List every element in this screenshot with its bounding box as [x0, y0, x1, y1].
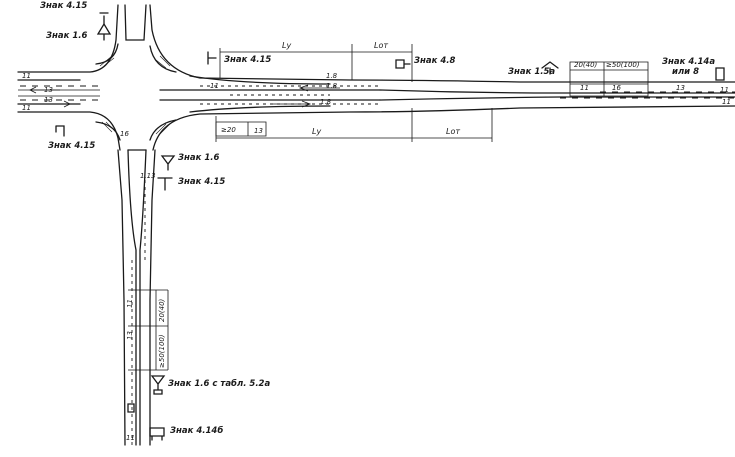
dim-lot-bottom: Lот [446, 127, 460, 136]
sign-4-8-label: Знак 4.8 [414, 56, 456, 66]
corner-islands [95, 43, 331, 141]
sign-4-15-left-label: Знак 4.15 [48, 141, 95, 151]
dim-50-100: ≥50(100) [606, 61, 640, 69]
marking-13-c: 13 [126, 331, 134, 340]
dim-ly-top: Lу [282, 41, 291, 50]
marking-16-a: 16 [612, 84, 621, 92]
side-road-edges [117, 4, 156, 446]
marking-11-e: 11 [720, 86, 729, 94]
marking-18-b: 1.8 [326, 82, 338, 90]
marking-11-a: 11 [22, 72, 31, 80]
marking-11-low: 11 [126, 434, 135, 442]
marking-1-13: 1.13 [140, 172, 156, 180]
marking-18-a: 1.8 [326, 72, 338, 80]
sign-1-5a-label: Знак 1.5а [508, 67, 555, 77]
dim-20-40: 20(40) [574, 61, 598, 69]
dimension-lines [128, 44, 649, 371]
marking-13-b: 13 [676, 84, 685, 92]
marking-13-e: 13 [44, 96, 53, 104]
marking-11-d: 11 [580, 84, 589, 92]
sign-glyphs [55, 12, 725, 441]
dim-20-40-v: 20(40) [158, 298, 166, 322]
sign-4-15-mid-label: Знак 4.15 [178, 177, 225, 187]
marking-13-d: 13 [44, 86, 53, 94]
dim-ly-bottom: Lу [312, 127, 321, 136]
marking-18-c: 1.8 [320, 98, 332, 106]
sign-1-6-left-label: Знак 1.6 [46, 31, 88, 41]
dim-lot-top: Lот [374, 41, 388, 50]
marking-16-b: 16 [120, 130, 129, 138]
marking-11-b: 11 [22, 104, 31, 112]
marking-11-f: 11 [722, 98, 731, 106]
sign-1-6-mid-label: Знак 1.6 [178, 153, 220, 163]
sign-4-14a-label: Знак 4.14а [662, 57, 715, 67]
lane-dashes [20, 85, 735, 445]
sign-4-14b-label: Знак 4.14б [170, 425, 223, 436]
marking-11-c: 11 [210, 82, 219, 90]
sign-1-6-plate-label: Знак 1.6 с табл. 5.2а [168, 378, 270, 389]
lane-arrows [29, 84, 340, 108]
dim-20: ≥20 [221, 126, 236, 134]
sign-4-15-top-label: Знак 4.15 [40, 1, 87, 11]
dim-50-100-v: ≥50(100) [158, 334, 166, 368]
marking-13-a: 13 [254, 127, 263, 135]
sign-4-14a-or-label: или 8 [672, 67, 699, 77]
marking-11-g: 11 [126, 299, 134, 308]
sign-4-15-upper-label: Знак 4.15 [224, 55, 271, 65]
